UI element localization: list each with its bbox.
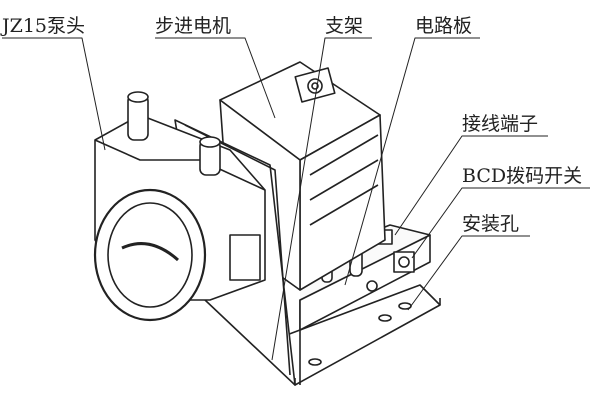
leader-bcd-switch xyxy=(411,187,590,259)
leader-pump-head xyxy=(2,37,106,151)
label-pump-head: JZ15泵头 xyxy=(2,15,85,37)
label-circuit-board: 电路板 xyxy=(415,15,473,37)
leader-mount-hole xyxy=(407,235,530,311)
label-mount-hole: 安装孔 xyxy=(462,213,520,235)
pump-head xyxy=(93,91,266,322)
label-terminal: 接线端子 xyxy=(462,113,539,135)
leader-bracket xyxy=(271,37,372,361)
leader-circuit-board xyxy=(344,37,480,286)
leader-stepper-motor xyxy=(155,37,276,119)
leader-lines xyxy=(2,37,590,361)
label-bcd-switch: BCD拨码开关 xyxy=(462,165,583,187)
label-stepper-motor: 步进电机 xyxy=(155,15,232,37)
leader-terminal xyxy=(394,135,548,236)
label-bracket: 支架 xyxy=(325,15,364,37)
